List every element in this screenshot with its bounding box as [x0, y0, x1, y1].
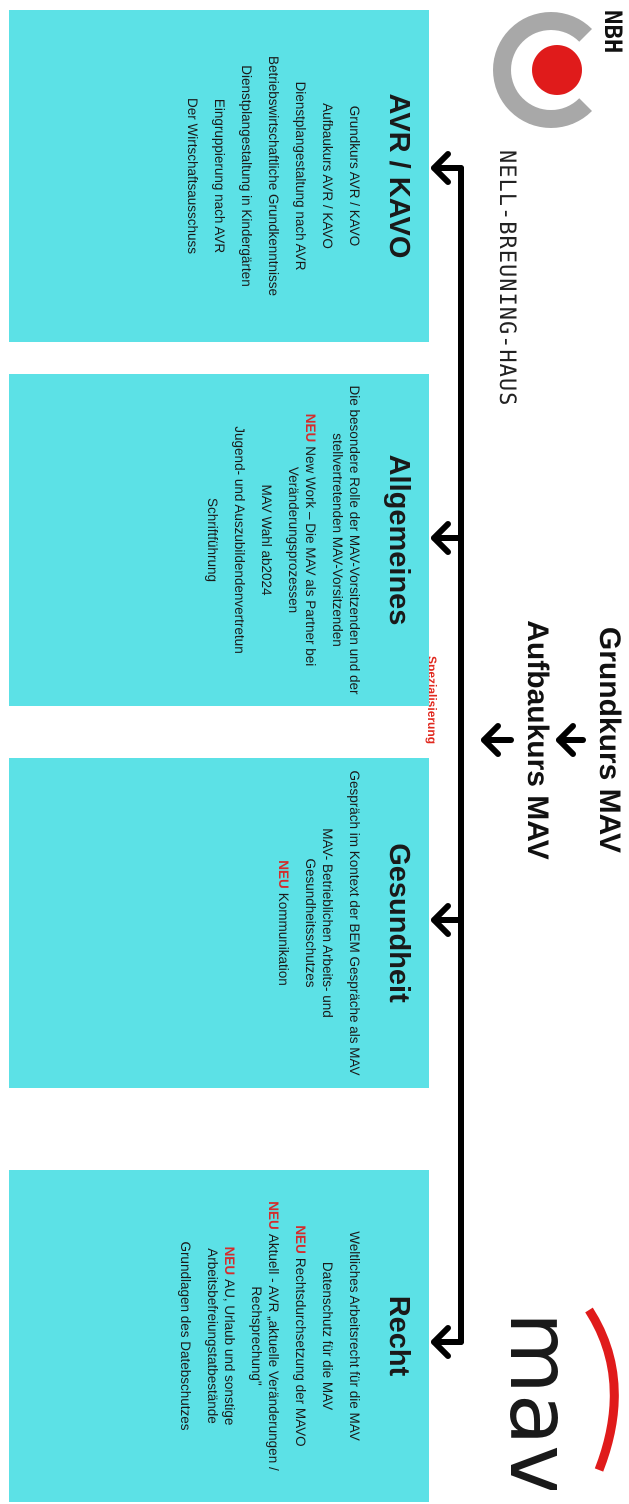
arrowhead-gesundheit	[431, 903, 451, 937]
box-gesundheit: Gesundheit Gespräch im Kontext der BEM G…	[9, 758, 429, 1088]
course-item: Der Wirtschaftsausschuss	[185, 97, 200, 255]
course-item: Dienstplangestaltung in Kindergärten	[239, 65, 254, 287]
arrowhead-allgemeines	[431, 521, 451, 555]
course-item: Aufbaukurs AVR / KAVO	[320, 103, 335, 249]
course-item: NEUKommunikation	[276, 860, 291, 986]
mav-logo-text: mav	[494, 1312, 589, 1490]
course-item: Schriftführung	[205, 497, 220, 583]
neu-badge: NEU	[276, 860, 291, 889]
course-item: Weltliches Arbeitsrecht für die MAV	[347, 1231, 362, 1441]
neu-badge: NEU	[303, 413, 318, 443]
box-recht: Recht Weltliches Arbeitsrecht für die MA…	[9, 1170, 429, 1502]
course-item: MAV- Betrieblichen Arbeits- und Gesundhe…	[303, 828, 335, 1018]
course-item: NEUAktuell - AVR „aktuelle Veränderungen…	[249, 1201, 281, 1471]
mav-logo-icon: mav	[494, 1307, 619, 1490]
course-item: Jugend- und Auszubildendenvertretun	[232, 426, 247, 654]
course-item: NEUAU, Urlaub und sonstige Arbeitsbefrei…	[205, 1246, 237, 1426]
arrowhead-top	[556, 723, 576, 757]
course-item: MAV Wahl ab2024	[259, 484, 274, 596]
course-item: Dienstplangestaltung nach AVR	[293, 81, 308, 271]
box-allgemeines: Allgemeines Die besondere Rolle der MAV-…	[9, 374, 429, 706]
box-items: Die besondere Rolle der MAV-Vorsitzenden…	[194, 380, 363, 700]
box-title: AVR / KAVO	[383, 93, 415, 259]
course-item: NEUNew Work – Die MAV als Partner bei Ve…	[286, 413, 318, 667]
box-title: Gesundheit	[383, 843, 415, 1003]
box-title: Allgemeines	[383, 454, 415, 626]
course-item: Betriebswirtschaftliche Grundkenntnisse	[266, 55, 281, 297]
course-item: Datenschutz für die MAV	[320, 1261, 335, 1411]
arrowhead-mid	[481, 723, 501, 757]
nbh-logo-icon	[493, 12, 609, 128]
course-item: Eingruppierung nach AVR	[212, 98, 227, 254]
box-items: Grundkurs AVR / KAVO Aufbaukurs AVR / KA…	[174, 16, 363, 336]
neu-badge: NEU	[222, 1246, 237, 1276]
box-items: Weltliches Arbeitsrecht für die MAV Date…	[167, 1176, 363, 1496]
neu-badge: NEU	[266, 1201, 281, 1230]
box-items: Gespräch im Kontext der BEM Gespräche al…	[265, 764, 363, 1082]
box-title: Recht	[383, 1295, 415, 1377]
arrowhead-avr	[431, 151, 451, 185]
course-item: Grundkurs AVR / KAVO	[347, 105, 362, 247]
course-item: Grundlagen des Datebschutzes	[178, 1241, 193, 1431]
course-item: NEURechtsdurchsetzung der MAVO	[293, 1225, 308, 1447]
arrowhead-recht	[431, 1325, 451, 1359]
course-item: Die besondere Rolle der MAV-Vorsitzenden…	[330, 385, 362, 695]
box-avr-kavo: AVR / KAVO Grundkurs AVR / KAVO Aufbauku…	[9, 10, 429, 342]
course-item: Gespräch im Kontext der BEM Gespräche al…	[347, 770, 362, 1076]
neu-badge: NEU	[293, 1225, 308, 1254]
